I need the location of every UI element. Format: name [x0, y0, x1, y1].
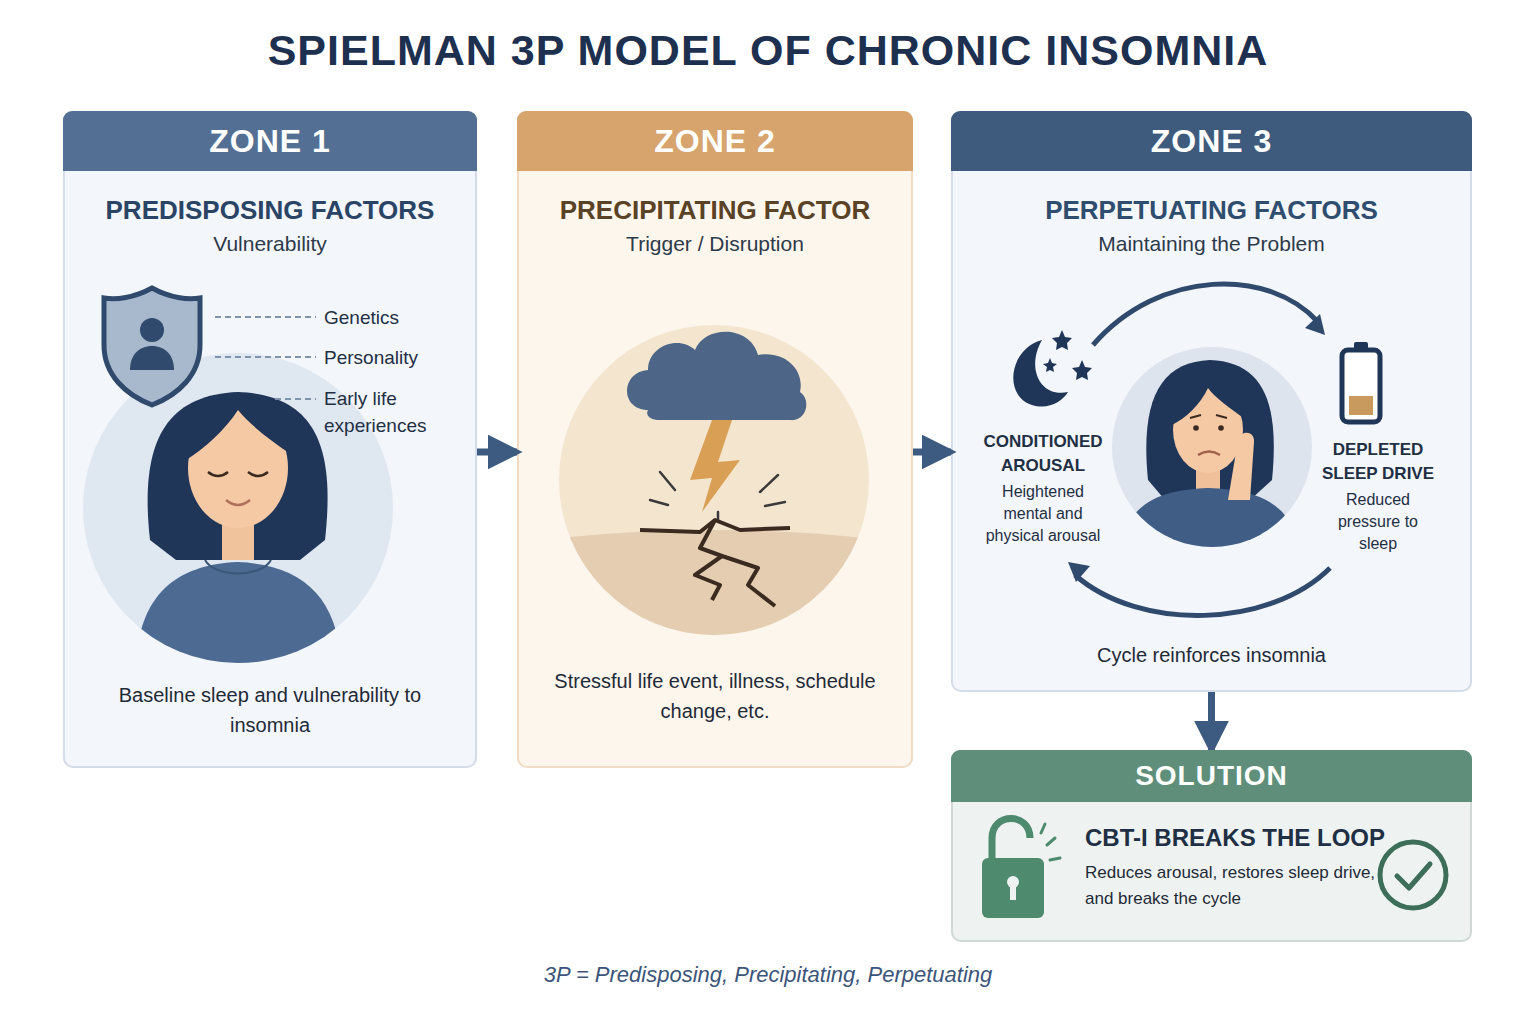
- zone-description: Stressful life event, illness, schedule …: [519, 666, 911, 726]
- diagram-caption: 3P = Predisposing, Precipitating, Perpet…: [0, 962, 1536, 988]
- cycle-description: Heightened mental and physical arousal: [978, 481, 1108, 547]
- flow-arrow: [477, 449, 517, 456]
- battery-icon: [1342, 342, 1380, 422]
- zone-header: ZONE 3: [951, 111, 1472, 171]
- zone-heading: PERPETUATING FACTORS: [953, 195, 1470, 225]
- zone-subtitle: Maintaining the Problem: [953, 231, 1470, 257]
- zone-header: ZONE 2: [517, 111, 913, 171]
- zone-description: Cycle reinforces insomnia: [953, 640, 1470, 670]
- factor-label: Early life experiences: [324, 385, 464, 439]
- zone-subtitle: Vulnerability: [65, 231, 475, 257]
- zone-description: Baseline sleep and vulnerability to inso…: [65, 680, 475, 740]
- flow-arrow: [1208, 692, 1215, 750]
- zone-heading: PRECIPITATING FACTOR: [519, 195, 911, 225]
- zone-header: ZONE 1: [63, 111, 477, 171]
- cycle-description: Reduced pressure to sleep: [1323, 489, 1433, 555]
- cycle-heading: CONDITIONED AROUSAL: [973, 430, 1113, 478]
- zone-heading: PREDISPOSING FACTORS: [65, 195, 475, 225]
- solution-heading: CBT-I BREAKS THE LOOP: [1085, 824, 1470, 852]
- factor-label: Genetics: [324, 304, 464, 331]
- solution-header: SOLUTION: [951, 750, 1472, 802]
- zone-subtitle: Trigger / Disruption: [519, 231, 911, 257]
- solution-description: Reduces arousal, restores sleep drive, a…: [1085, 860, 1385, 912]
- cycle-heading: DEPLETED SLEEP DRIVE: [1313, 438, 1443, 486]
- flow-arrow: [913, 449, 951, 456]
- diagram-title: SPIELMAN 3P MODEL OF CHRONIC INSOMNIA: [0, 26, 1536, 75]
- factor-label: Personality: [324, 344, 464, 371]
